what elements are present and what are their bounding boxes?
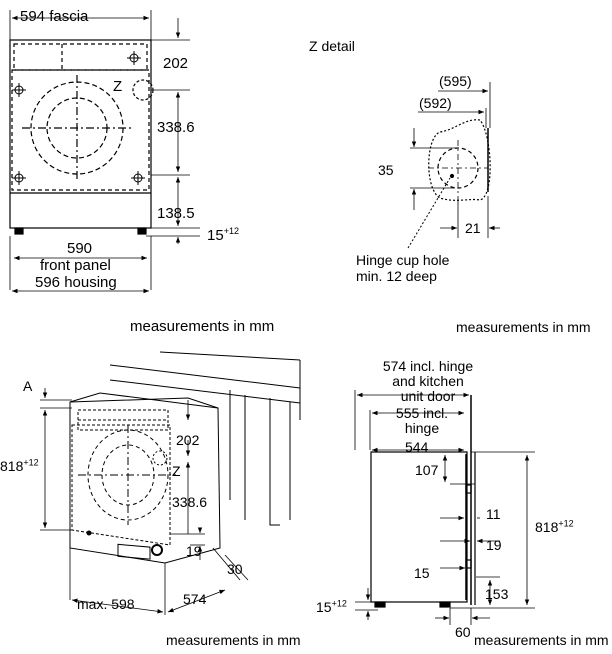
dim-30: 30 bbox=[227, 561, 243, 577]
dim-595: (595) bbox=[439, 73, 472, 89]
dim-foot-side: 15+12 bbox=[316, 598, 347, 615]
front-view bbox=[9, 10, 200, 294]
dim-max-598: max. 598 bbox=[77, 596, 135, 612]
dim-574-line1: 574 incl. hinge bbox=[382, 358, 474, 374]
dim-574-line2: and kitchen bbox=[392, 373, 464, 389]
caption-zdetail: measurements in mm bbox=[456, 319, 591, 335]
dim-35: 35 bbox=[378, 162, 394, 178]
machine-body bbox=[69, 397, 221, 564]
a-mark: A bbox=[23, 378, 33, 394]
dim-555-line1: 555 incl. bbox=[395, 405, 449, 421]
z-hinge-circle bbox=[132, 79, 154, 101]
caption-view3: measurements in mm bbox=[166, 632, 301, 648]
dim-21: 21 bbox=[465, 220, 481, 236]
dim-107: 107 bbox=[415, 462, 439, 478]
dim-11: 11 bbox=[486, 506, 501, 522]
dim-60: 60 bbox=[455, 624, 471, 640]
side-view bbox=[354, 390, 535, 625]
z-detail-title: Z detail bbox=[309, 38, 355, 54]
hinge-note-2: min. 12 deep bbox=[356, 268, 437, 284]
door-ellipse bbox=[87, 429, 169, 521]
z-mark-persp: Z bbox=[172, 463, 181, 479]
caption-view4: measurements in mm bbox=[474, 632, 609, 648]
dim-544: 544 bbox=[405, 439, 429, 455]
dim-818-side: 818+12 bbox=[535, 518, 574, 535]
dim-592: (592) bbox=[419, 95, 452, 111]
dim-555-line2: hinge bbox=[404, 420, 440, 436]
front-panel-label: front panel bbox=[40, 257, 111, 274]
front-panel-num: 590 bbox=[67, 240, 93, 257]
caption-view1: measurements in mm bbox=[130, 318, 275, 335]
dim-818: 818+12 bbox=[0, 457, 39, 474]
housing-label: 596 housing bbox=[35, 274, 117, 291]
dim-574-persp: 574 bbox=[183, 591, 207, 607]
mounting-holes bbox=[12, 51, 145, 185]
housing-outline bbox=[9, 39, 152, 229]
dim-19-side: 19 bbox=[486, 537, 502, 553]
dim-338-6-persp: 338.6 bbox=[172, 494, 208, 510]
hinge-cup-outline bbox=[428, 119, 491, 201]
dim-338-6: 338.6 bbox=[157, 119, 195, 136]
fascia-dashed bbox=[13, 43, 148, 71]
hinge-note-1: Hinge cup hole bbox=[356, 252, 450, 268]
fascia-label: 594 fascia bbox=[20, 8, 89, 25]
dim-138-5: 138.5 bbox=[157, 205, 195, 222]
perspective-view bbox=[40, 351, 301, 615]
dim-foot: 15+12 bbox=[207, 226, 239, 244]
dim-15-side: 15 bbox=[414, 565, 430, 581]
dim-153: 153 bbox=[485, 586, 509, 602]
dim-19-persp: 19 bbox=[186, 543, 202, 559]
dim-202-persp: 202 bbox=[176, 432, 200, 448]
dim-202: 202 bbox=[163, 55, 189, 72]
z-detail-view bbox=[407, 82, 500, 249]
dim-574-line3: unit door bbox=[400, 388, 456, 404]
z-mark: Z bbox=[113, 78, 123, 95]
